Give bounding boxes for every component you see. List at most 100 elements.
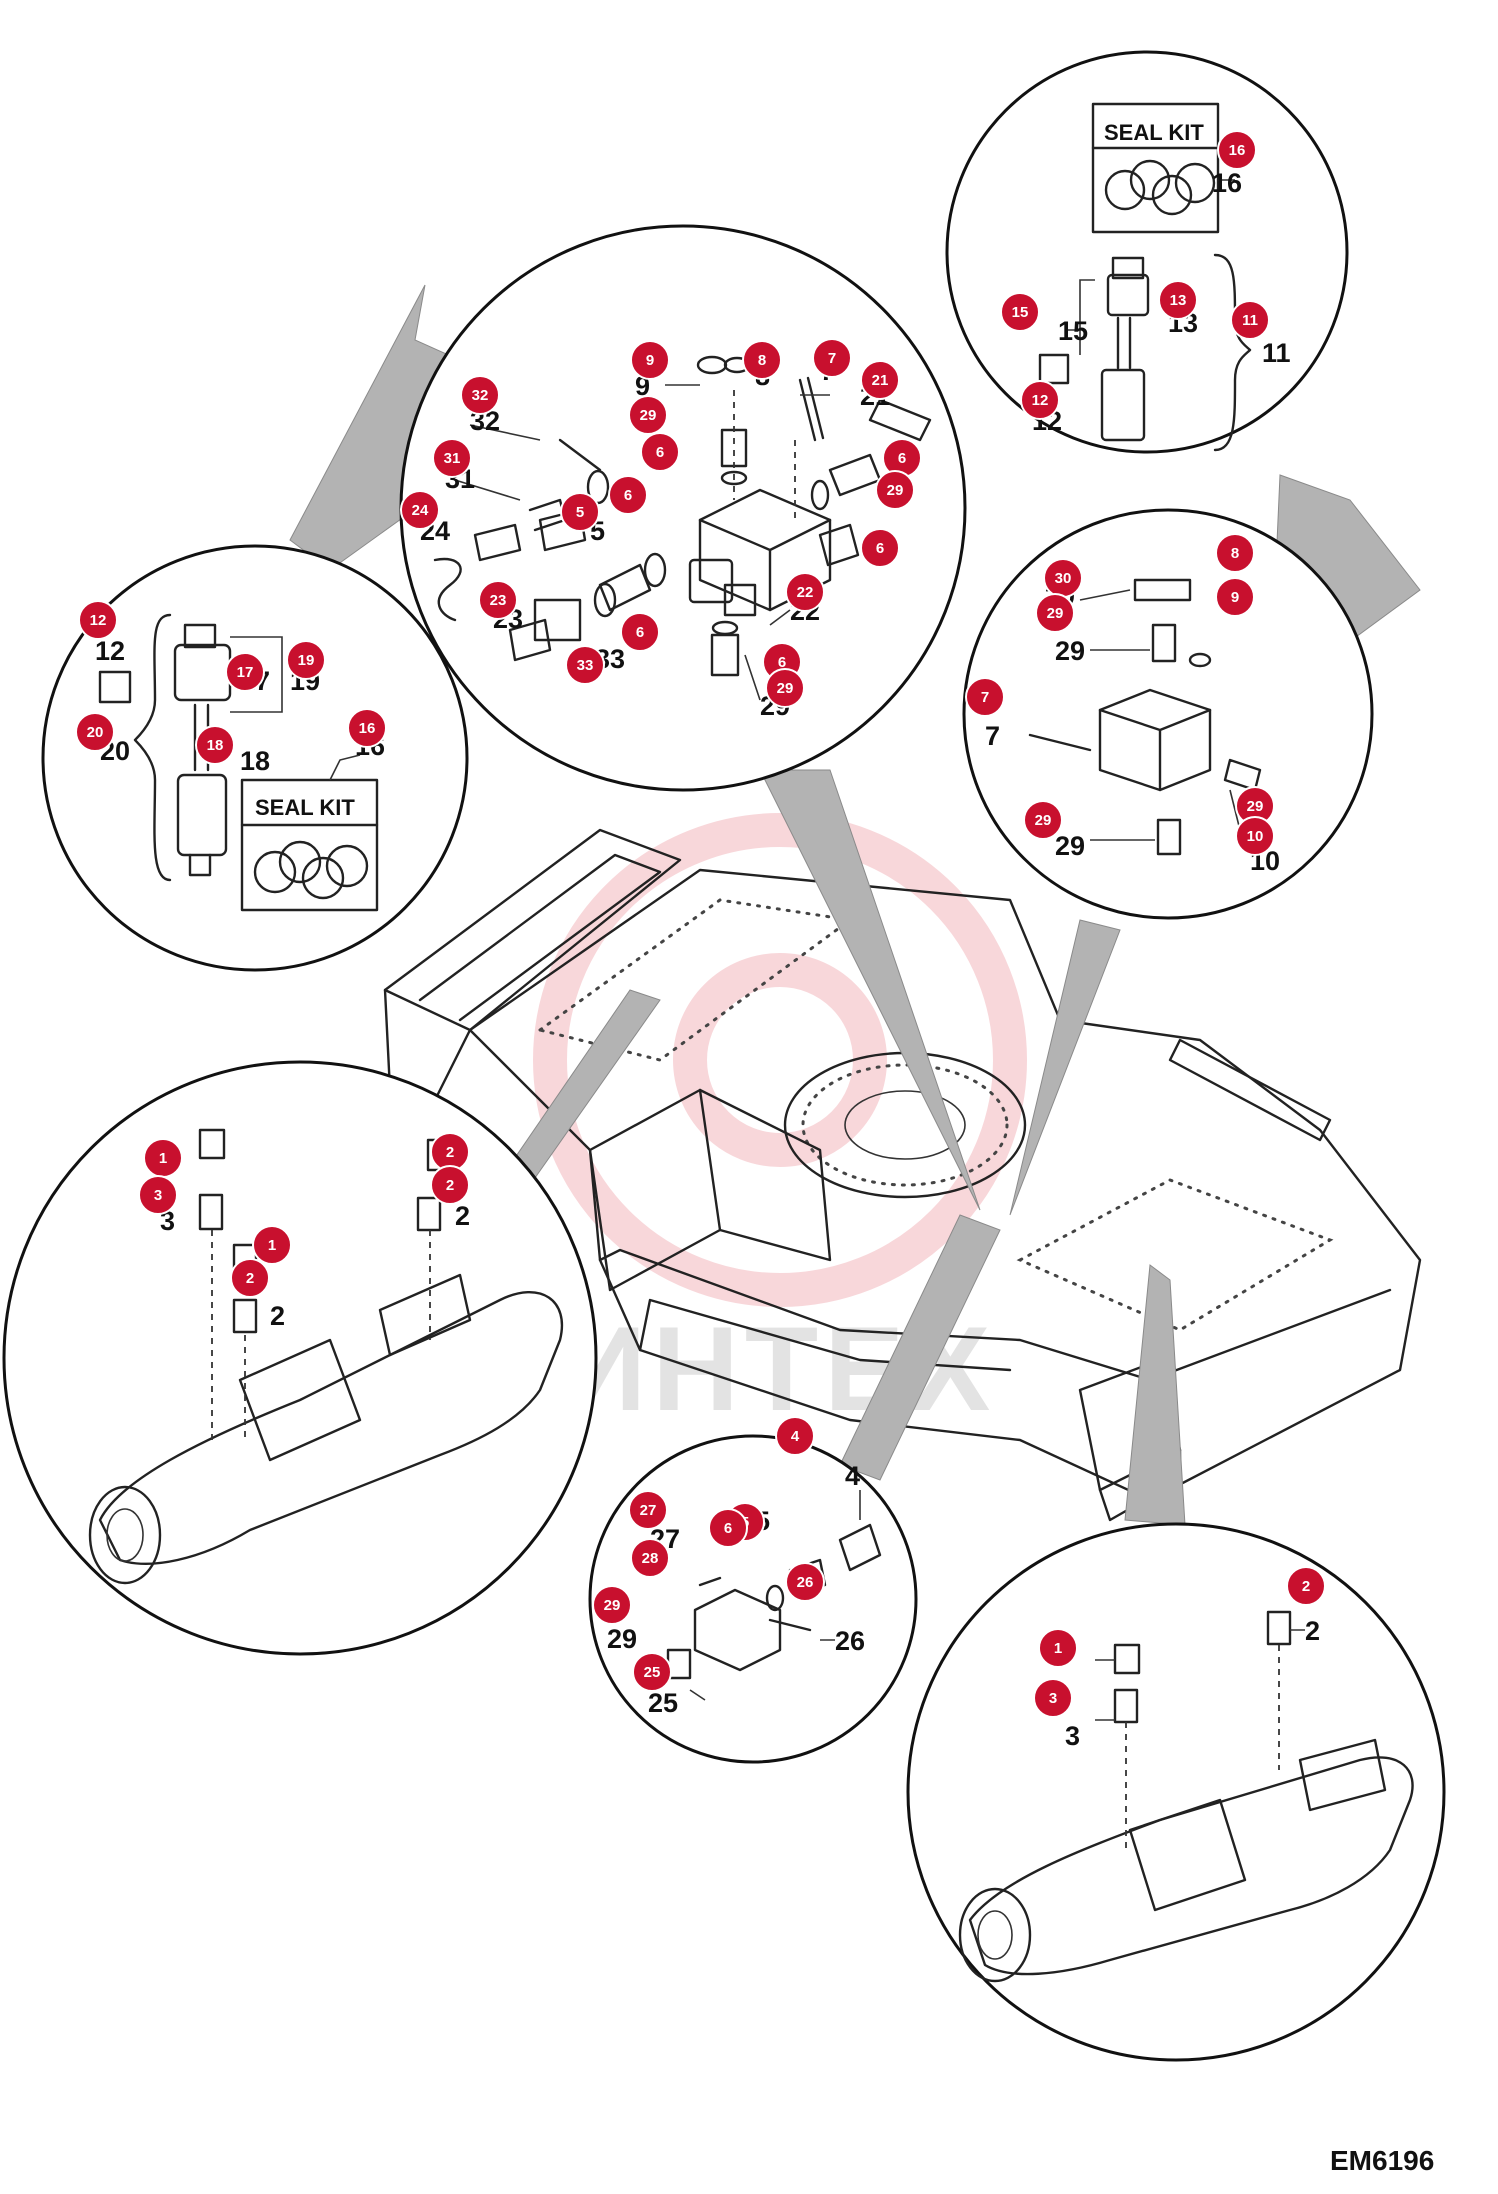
seal-kit-box-c <box>1091 102 1220 234</box>
callout-badge-circle <box>1215 577 1255 617</box>
callout-badge-circle <box>400 490 440 530</box>
callout-badge-circle <box>1286 1566 1326 1606</box>
fitting-29-d-bottom <box>1156 818 1182 856</box>
detail-circle-axle-left: 3 2 2 <box>2 1060 598 1656</box>
callout-badge-label: 22 <box>797 584 814 601</box>
seal-kit-label-c: SEAL KIT <box>1104 120 1204 145</box>
callout-badge-label: 29 <box>777 680 794 697</box>
callout-badge-circle <box>460 375 500 415</box>
seal-6-bottom <box>711 620 739 636</box>
detail-circle-valve-top-right: SEAL KIT 16 15 13 11 12 <box>945 50 1349 454</box>
callout-badge-circle <box>1215 533 1255 573</box>
callout-badge-22: 22 <box>785 572 825 612</box>
solenoid-cap-c <box>1111 256 1145 280</box>
callout-badge-circle <box>1217 130 1257 170</box>
callout-badge-4: 4 <box>775 1416 815 1456</box>
part-number-29-d: 29 <box>1055 636 1085 666</box>
callout-badge-circle <box>1000 292 1040 332</box>
callout-badge-circle <box>708 1508 748 1548</box>
leader-lines-d <box>1079 589 1246 851</box>
figure-code: EM6196 <box>1330 2145 1434 2176</box>
callout-badge-label: 5 <box>576 504 584 521</box>
bolt-7-d <box>1028 733 1092 752</box>
seal-6-top <box>720 470 748 486</box>
callout-badge-5: 5 <box>560 492 600 532</box>
callout-badge-label: 6 <box>724 1520 732 1537</box>
callout-badge-label: 9 <box>1231 589 1239 606</box>
callout-badge-16: 16 <box>347 708 387 748</box>
callout-badge-label: 29 <box>1047 605 1064 622</box>
fitting-1-e <box>198 1128 226 1160</box>
callout-badge-circle <box>860 528 900 568</box>
hose-24 <box>433 557 462 622</box>
callout-badge-6: 6 <box>708 1508 748 1548</box>
callout-badge-15: 15 <box>1000 292 1040 332</box>
valve-cartridge-c <box>1100 368 1146 442</box>
callout-badge-circle <box>230 1258 270 1298</box>
callout-badge-32: 32 <box>460 375 500 415</box>
callout-badge-circle <box>640 432 680 472</box>
bracket-15 <box>1065 279 1095 355</box>
callout-badge-label: 19 <box>298 652 315 669</box>
seal-6-f <box>765 1584 785 1612</box>
seal-6-left <box>643 552 667 588</box>
callout-badge-11: 11 <box>1230 300 1270 340</box>
slew-ring-teeth <box>801 1063 1009 1187</box>
brace-11 <box>1213 253 1252 452</box>
bolt-26 <box>768 1618 812 1632</box>
axle-hub-right <box>958 1887 1032 1983</box>
callout-badge-29: 29 <box>875 470 915 510</box>
brace-20 <box>133 613 172 882</box>
callout-badge-label: 30 <box>1055 570 1072 587</box>
fitting-29-d-top <box>1151 623 1177 663</box>
callout-badge-label: 18 <box>207 737 224 754</box>
valve-block-d-edges <box>1098 708 1212 792</box>
callout-badge-3: 3 <box>1033 1678 1073 1718</box>
detail-circle-e <box>2 1060 598 1656</box>
callout-badge-label: 2 <box>446 1177 454 1194</box>
valve-block-edges <box>698 518 832 612</box>
callout-badge-circle <box>620 612 660 652</box>
callout-badge-2: 2 <box>230 1258 270 1298</box>
part-number-26: 26 <box>835 1626 865 1656</box>
callout-badge-7: 7 <box>812 338 852 378</box>
callout-badge-circle <box>195 725 235 765</box>
callout-badge-circle <box>812 338 852 378</box>
seal-kit-box-a <box>240 778 379 912</box>
leader-lines-b <box>454 384 830 701</box>
part-number-25: 25 <box>648 1688 678 1718</box>
callout-badge-label: 29 <box>1247 798 1264 815</box>
callout-badge-29: 29 <box>1035 593 1075 633</box>
part-number-2-e2: 2 <box>455 1201 470 1231</box>
seal-ring-c4 <box>1174 162 1216 204</box>
callout-badge-circle <box>765 668 805 708</box>
leader-lines-g <box>1095 1629 1305 1721</box>
callout-badge-label: 17 <box>237 664 254 681</box>
valve-cartridge <box>176 773 228 857</box>
callout-badge-circle <box>860 360 900 400</box>
callout-badge-16: 16 <box>1217 130 1257 170</box>
callout-badge-circle <box>478 580 518 620</box>
callout-badge-2: 2 <box>1286 1566 1326 1606</box>
fitting-2-g <box>1266 1610 1292 1646</box>
callout-badge-label: 6 <box>636 624 644 641</box>
callout-badge-label: 29 <box>640 407 657 424</box>
callout-badge-label: 16 <box>1229 142 1246 159</box>
part-number-18: 18 <box>240 746 270 776</box>
fitting-2-e <box>232 1298 258 1334</box>
detail-circle-valve-block: 9 8 7 21 32 31 24 5 23 33 22 29 6 <box>399 224 967 792</box>
callout-badge-circle <box>1158 280 1198 320</box>
watermark-gear-icon <box>533 813 1027 1307</box>
callout-badge-8: 8 <box>742 340 782 380</box>
callout-badge-25: 25 <box>632 1652 672 1692</box>
pointer-lower-right-detail <box>1124 1264 1186 1526</box>
watermark-gear-hub <box>673 953 887 1167</box>
callout-badge-label: 1 <box>159 1150 167 1167</box>
valve-block-d <box>1098 688 1212 792</box>
detail-circle-d <box>962 508 1374 920</box>
callout-badge-1: 1 <box>252 1225 292 1265</box>
callout-badge-29: 29 <box>592 1585 632 1625</box>
callout-badge-circle <box>138 1175 178 1215</box>
